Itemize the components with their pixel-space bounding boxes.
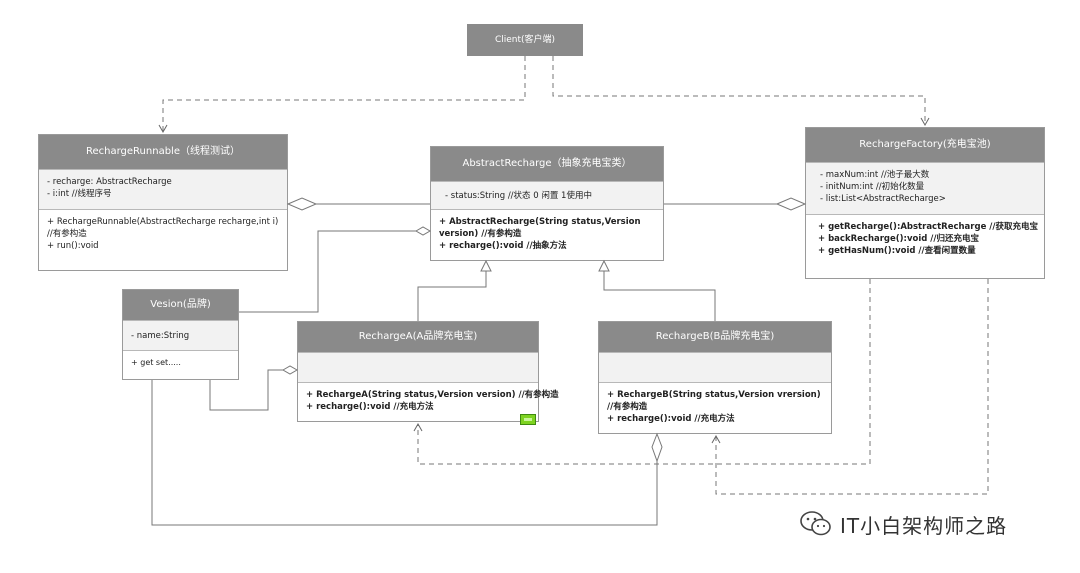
method: + run():void xyxy=(47,241,99,251)
method: + RechargeA(String status,Version versio… xyxy=(306,390,559,400)
methods-section: + RechargeRunnable(AbstractRecharge rech… xyxy=(39,209,287,258)
watermark: IT小白架构师之路 xyxy=(800,506,1007,542)
class-recharge-runnable[interactable]: RechargeRunnable（线程测试） - recharge: Abstr… xyxy=(38,134,288,271)
attributes-section xyxy=(298,352,538,382)
method: + RechargeRunnable(AbstractRecharge rech… xyxy=(47,217,279,239)
status-marker xyxy=(520,414,536,425)
attribute: - initNum:int //初始化数量 xyxy=(820,182,925,192)
method: + recharge():void //抽象方法 xyxy=(439,241,567,251)
class-version[interactable]: Vesion(品牌) - name:String + get set..... xyxy=(122,289,239,380)
inheritance-recharge-b xyxy=(603,270,716,321)
attributes-section: - recharge: AbstractRecharge - i:int //线… xyxy=(39,169,287,209)
method: + backRecharge():void //归还充电宝 xyxy=(818,234,979,244)
attribute: - i:int //线程序号 xyxy=(47,189,112,199)
method: + recharge():void //充电方法 xyxy=(607,414,735,424)
class-title: RechargeB(B品牌充电宝) xyxy=(599,322,831,352)
method: + RechargeB(String status,Version vrersi… xyxy=(607,390,821,412)
aggregation-diamond xyxy=(775,197,807,211)
method: + AbstractRecharge(String status,Version… xyxy=(439,217,641,239)
attribute: - name:String xyxy=(131,331,190,341)
attributes-section: - status:String //状态 0 闲置 1使用中 xyxy=(431,181,663,209)
method: + getHasNum():void //查看闲置数量 xyxy=(818,246,976,256)
method: + getRecharge():AbstractRecharge //获取充电宝 xyxy=(818,222,1039,232)
aggregation-diamond xyxy=(651,432,663,463)
aggregation-diamond xyxy=(414,226,432,236)
attribute: - maxNum:int //池子最大数 xyxy=(820,170,930,180)
attribute: - recharge: AbstractRecharge xyxy=(47,177,172,187)
class-recharge-a[interactable]: RechargeA(A品牌充电宝) + RechargeA(String sta… xyxy=(297,321,559,422)
methods-section: + getRecharge():AbstractRecharge //获取充电宝… xyxy=(806,214,1044,263)
class-title: RechargeFactory(充电宝池) xyxy=(806,128,1044,162)
aggregation-diamond xyxy=(281,365,299,375)
dependency-client-runnable xyxy=(158,56,526,134)
class-title: Vesion(品牌) xyxy=(123,290,238,320)
inheritance-recharge-a xyxy=(417,270,487,321)
class-title: AbstractRecharge（抽象充电宝类） xyxy=(431,147,663,181)
inheritance-triangle xyxy=(480,259,492,272)
watermark-text: IT小白架构师之路 xyxy=(840,513,1008,538)
attributes-section: - name:String xyxy=(123,320,238,350)
client-title: Client(客户端) xyxy=(494,35,556,45)
aggregation-diamond xyxy=(286,197,318,211)
methods-section: + RechargeA(String status,Version versio… xyxy=(298,382,559,419)
wechat-icon xyxy=(800,511,831,536)
class-title: RechargeA(A品牌充电宝) xyxy=(298,322,538,352)
class-recharge-b[interactable]: RechargeB(B品牌充电宝) + RechargeB(String sta… xyxy=(598,321,832,434)
dependency-client-factory xyxy=(552,56,930,127)
client-box[interactable]: Client(客户端) xyxy=(467,24,583,56)
class-title: RechargeRunnable（线程测试） xyxy=(39,135,287,169)
attribute: - list:List<AbstractRecharge> xyxy=(820,194,946,204)
attribute: - status:String //状态 0 闲置 1使用中 xyxy=(445,191,592,201)
class-recharge-factory[interactable]: RechargeFactory(充电宝池) - maxNum:int //池子最… xyxy=(805,127,1045,279)
attributes-section: - maxNum:int //池子最大数 - initNum:int //初始化… xyxy=(806,162,1044,214)
class-abstract-recharge[interactable]: AbstractRecharge（抽象充电宝类） - status:String… xyxy=(430,146,664,261)
methods-section: + get set..... xyxy=(123,350,238,375)
methods-section: + AbstractRecharge(String status,Version… xyxy=(431,209,663,258)
method: + recharge():void //充电方法 xyxy=(306,402,434,412)
attributes-section xyxy=(599,352,831,382)
inheritance-triangle xyxy=(598,259,610,272)
method: + get set..... xyxy=(131,358,181,367)
methods-section: + RechargeB(String status,Version vrersi… xyxy=(599,382,831,431)
